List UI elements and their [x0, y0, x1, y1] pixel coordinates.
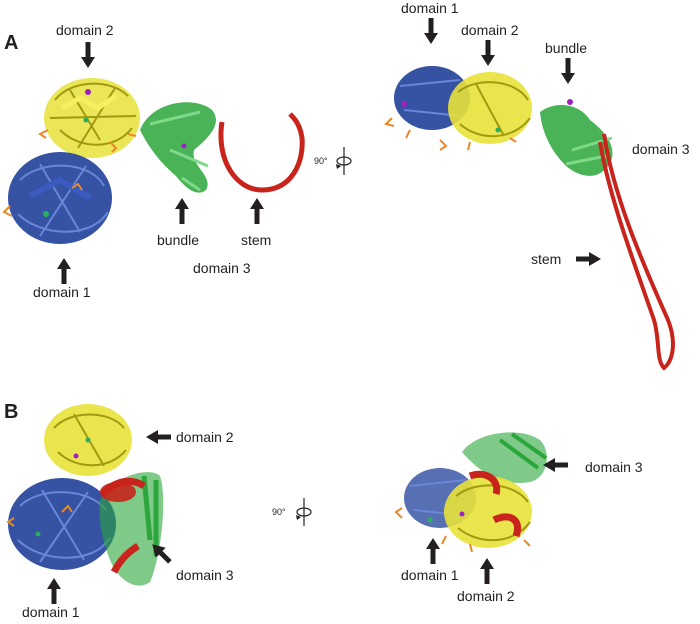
a-right-domain3-ribbon	[540, 99, 613, 176]
label-a-left-stem: stem	[241, 232, 271, 248]
rotation-a-label: 90°	[314, 156, 328, 166]
a-left-domain3-ribbon	[140, 102, 216, 193]
label-a-right-domain2: domain 2	[461, 22, 519, 38]
rotation-a-icon	[335, 146, 352, 176]
label-b-left-domain1: domain 1	[22, 604, 80, 620]
panel-label-a: A	[4, 32, 18, 54]
arrow-b-right-domain2	[480, 558, 494, 584]
arrow-a-right-bundle	[561, 58, 575, 84]
a-right-domain2-ribbon	[439, 72, 532, 151]
rotation-b-label: 90°	[272, 507, 286, 517]
label-a-left-domain2: domain 2	[56, 22, 114, 38]
label-a-right-domain3: domain 3	[632, 141, 690, 157]
label-b-right-domain1: domain 1	[401, 567, 459, 583]
arrow-a-right-domain1	[424, 18, 438, 44]
label-a-left-bundle: bundle	[157, 232, 199, 248]
label-b-left-domain2: domain 2	[176, 429, 234, 445]
arrow-a-right-domain2	[481, 40, 495, 66]
label-a-left-domain1: domain 1	[33, 284, 91, 300]
arrow-b-left-domain3	[152, 544, 172, 564]
label-a-right-stem: stem	[531, 251, 561, 267]
b-right-domain3-ribbon	[462, 432, 548, 483]
arrow-b-left-domain2	[146, 430, 171, 444]
a-left-stem-ribbon	[218, 112, 305, 193]
arrow-a-right-stem	[576, 252, 601, 266]
panel-label-b: B	[4, 401, 18, 423]
arrow-b-right-domain1	[426, 538, 440, 564]
label-b-left-domain3: domain 3	[176, 567, 234, 583]
arrow-a-left-bundle	[175, 198, 189, 224]
arrow-a-left-domain2	[81, 42, 95, 68]
a-right-stem-ribbon	[598, 133, 675, 371]
a-left-domain2-ribbon	[38, 78, 140, 158]
label-a-left-domain3: domain 3	[193, 260, 251, 276]
b-left-domain3-ribbon	[99, 472, 164, 586]
label-a-right-bundle: bundle	[545, 40, 587, 56]
rotation-b-icon	[295, 497, 312, 527]
arrow-a-left-domain1	[57, 258, 71, 284]
a-left-domain1-ribbon	[2, 152, 112, 244]
arrow-b-left-domain1	[47, 578, 61, 604]
b-left-domain2-ribbon	[44, 404, 132, 476]
b-left-domain1-ribbon	[6, 478, 116, 570]
label-b-right-domain3: domain 3	[585, 459, 643, 475]
arrow-a-left-stem	[250, 198, 264, 224]
label-a-right-domain1: domain 1	[401, 0, 459, 16]
b-right-domain2-ribbon	[441, 470, 532, 553]
label-b-right-domain2: domain 2	[457, 588, 515, 604]
